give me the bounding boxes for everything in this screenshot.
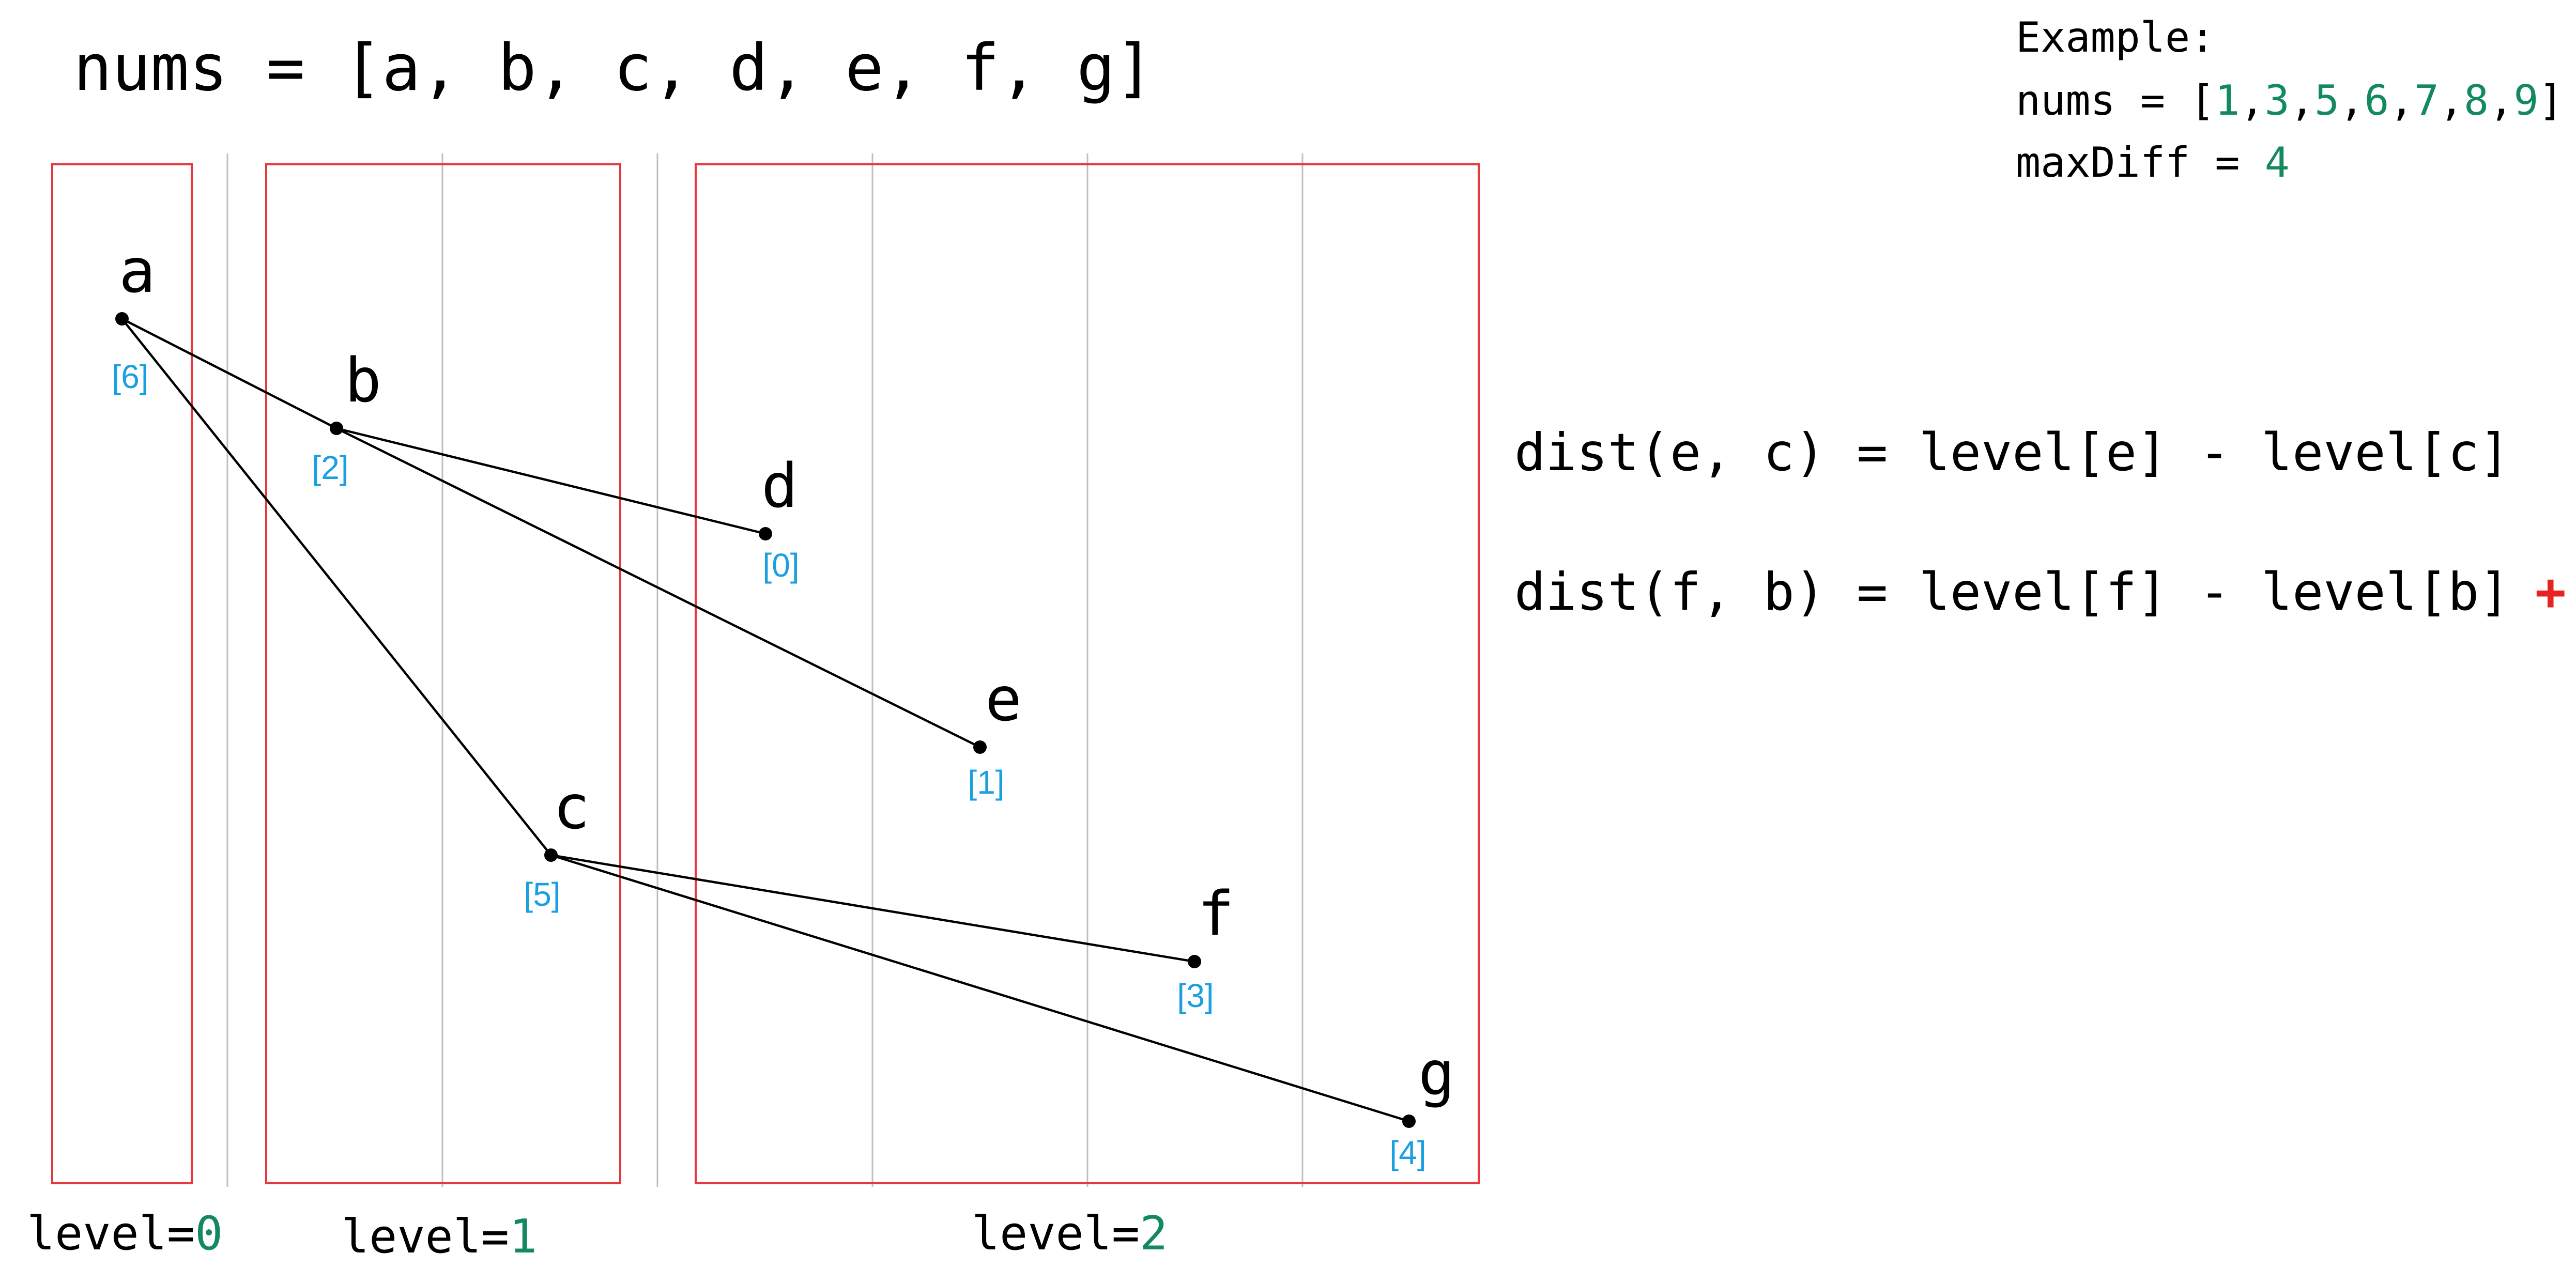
node-letter: b [345,345,381,416]
example-value: 3 [2265,76,2290,125]
example-value: 5 [2314,76,2339,125]
example-comma: , [2290,76,2314,125]
title-letter: b, [498,31,614,105]
title-letter: c, [614,31,729,105]
node-letter: g [1418,1038,1455,1109]
node-dot [759,527,772,540]
node-f: f [3] [1177,878,1234,1014]
level-2-box [695,163,1480,1184]
edge-b-e [336,427,980,749]
example-comma: , [2339,76,2364,125]
example-comma: , [2439,76,2464,125]
node-letter: e [985,663,1022,735]
node-g: g [4] [1389,1038,1455,1171]
edge-a-b [121,317,338,430]
edge-a-c [121,318,552,856]
example-comma: , [2240,76,2264,125]
title-letter: f, [961,31,1077,105]
node-e: e [1] [968,663,1022,801]
formulas: dist(e, c) = level[e] - level[c] dist(f,… [1514,422,2576,622]
node-index: [1] [968,764,1004,801]
level-labels: level=0 level=1 level=2 [27,1206,1168,1264]
title-letter: g [1077,31,1115,105]
node-d: d [0] [759,450,800,584]
node-index: [0] [762,547,799,584]
node-dot [1188,955,1201,968]
level-1-box [265,163,621,1184]
node-c: c [5] [524,771,590,913]
example-value: 7 [2414,76,2439,125]
level-1-label: level=1 [341,1210,537,1264]
edge-c-f [550,854,1195,963]
title-letter: d, [729,31,845,105]
edge-c-g [550,854,1409,1123]
node-dot [115,312,129,326]
nums-title: nums = [a, b, c, d, e, f, g] [73,31,1154,105]
grid-lines [226,153,1304,1187]
tree-nodes: a [6] b [2] c [5] d [0] e [1] f [3] g [4] [112,235,1455,1171]
node-index: [5] [524,876,560,913]
node-letter: a [119,235,156,306]
example-heading: Example: [2016,13,2215,61]
node-b: b [2] [312,345,381,486]
tree-edges [121,317,1409,1123]
node-a: a [6] [112,235,156,395]
node-dot [330,422,343,435]
level-boxes [51,163,1480,1184]
node-index: [2] [312,449,348,486]
example-comma: , [2489,76,2513,125]
title-letter: a, [382,31,498,105]
node-index: [3] [1177,977,1214,1014]
title-letter: e, [845,31,961,105]
example-maxdiff: maxDiff = 4 [2016,138,2290,187]
node-index: [6] [112,358,148,395]
example-value: 6 [2364,76,2389,125]
example-value: 8 [2464,76,2489,125]
edge-b-d [336,427,766,535]
node-letter: d [761,450,798,521]
level-0-label: level=0 [27,1206,223,1261]
level-2-label: level=2 [972,1206,1168,1261]
node-letter: f [1198,878,1234,949]
example-value: 9 [2513,76,2538,125]
example-panel: Example: nums = [1,3,5,6,7,8,9] maxDiff … [2016,13,2564,187]
example-nums: nums = [1,3,5,6,7,8,9] [2016,76,2564,125]
formula-dist-f-b: dist(f, b) = level[f] - level[b]+ 1 [1514,562,2576,622]
node-dot [973,740,987,754]
level-0-box [51,163,193,1184]
node-index: [4] [1389,1134,1426,1171]
node-dot [544,848,558,862]
node-letter: c [553,771,590,843]
example-comma: , [2389,76,2414,125]
formula-dist-e-c: dist(e, c) = level[e] - level[c] [1514,422,2510,483]
node-dot [1402,1115,1416,1128]
example-value: 1 [2215,76,2240,125]
